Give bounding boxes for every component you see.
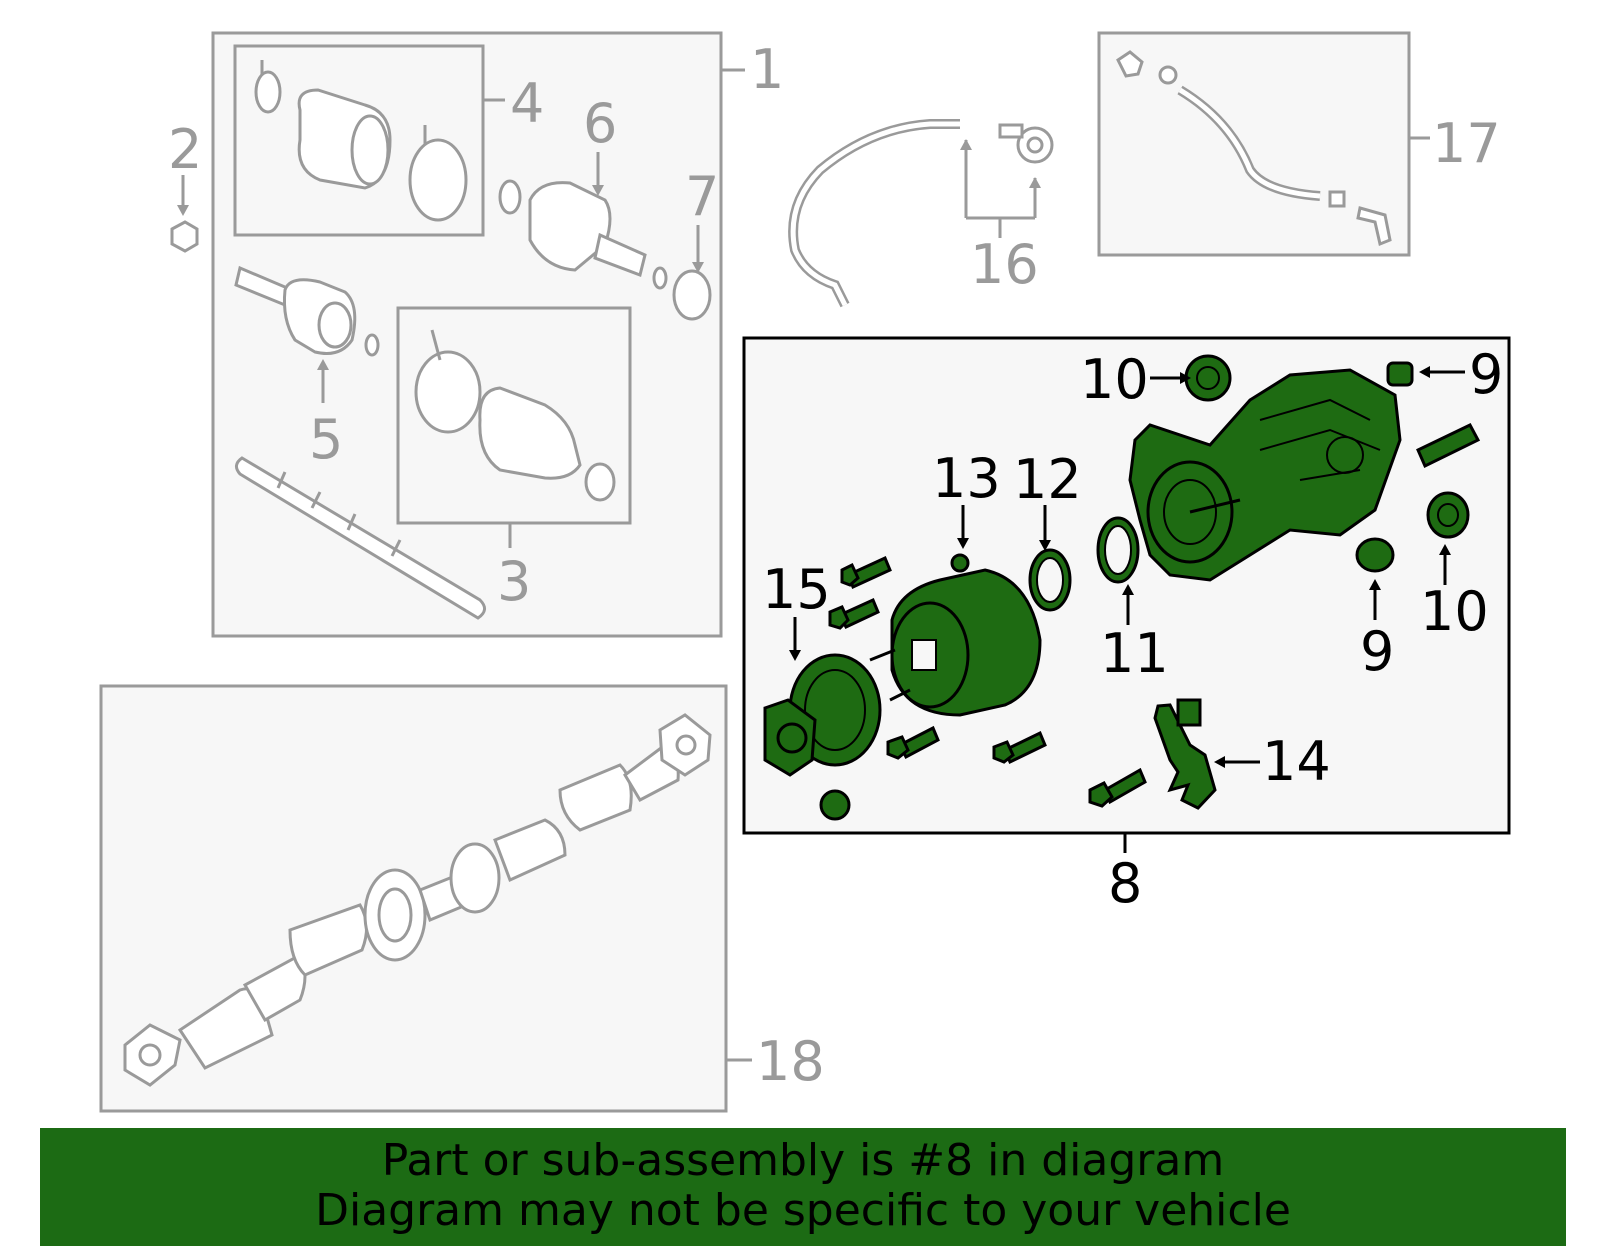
- oil-seal-upper-part[interactable]: [1184, 354, 1232, 402]
- o-ring-12-part[interactable]: [1028, 548, 1072, 612]
- callout-8: 8: [1108, 852, 1142, 915]
- box-1: [211, 31, 723, 638]
- banner-line-1: Part or sub-assembly is #8 in diagram: [381, 1135, 1225, 1186]
- bracket-part[interactable]: [1153, 698, 1217, 810]
- black-arrows: [789, 366, 1465, 768]
- box-3: [396, 306, 632, 525]
- boot-kit-3-part: [414, 329, 616, 502]
- callout-12: 12: [1013, 448, 1082, 511]
- callout-10-upper: 10: [1080, 348, 1149, 411]
- oil-seal-right-part[interactable]: [1426, 491, 1470, 539]
- callout-13: 13: [932, 447, 1001, 510]
- nut-part: [170, 220, 199, 253]
- bolt-4-part[interactable]: [992, 730, 1047, 765]
- info-banner: Part or sub-assembly is #8 in diagram Di…: [40, 1128, 1566, 1246]
- gray-arrows: [177, 152, 704, 403]
- companion-flange-part[interactable]: [763, 653, 882, 821]
- callout-16: 16: [970, 233, 1039, 296]
- bolt-5-part[interactable]: [1088, 767, 1147, 808]
- callout-14: 14: [1262, 730, 1331, 793]
- callout-5: 5: [309, 408, 343, 471]
- callout-4: 4: [510, 72, 544, 135]
- bushing-lower-part[interactable]: [1355, 537, 1395, 573]
- callout-15: 15: [762, 558, 831, 621]
- pin-part[interactable]: [1416, 423, 1481, 469]
- coupling-unit-part[interactable]: [869, 553, 1042, 717]
- bolt-2-part[interactable]: [828, 597, 880, 630]
- callout-9-upper: 9: [1469, 343, 1503, 406]
- callout-10-lower: 10: [1420, 580, 1489, 643]
- hose-17-group: [1097, 31, 1430, 257]
- o-ring-11-part[interactable]: [1096, 516, 1140, 584]
- outer-joint-part: [498, 179, 712, 321]
- boot-kit-part: [254, 60, 468, 222]
- hose-16-part: [788, 119, 1054, 308]
- box-4: [233, 44, 485, 237]
- callout-1: 1: [750, 38, 784, 101]
- bushing-upper-part[interactable]: [1386, 361, 1414, 387]
- callout-9-lower: 9: [1360, 620, 1394, 683]
- bolt-3-part[interactable]: [886, 725, 940, 760]
- bolt-1-part[interactable]: [840, 555, 892, 590]
- callout-17: 17: [1432, 112, 1501, 175]
- callout-11: 11: [1100, 622, 1169, 685]
- propeller-shaft-group: [99, 684, 752, 1113]
- differential-housing-part[interactable]: [1128, 368, 1402, 582]
- callout-7: 7: [685, 165, 719, 228]
- callout-6: 6: [583, 92, 617, 155]
- box-17: [1097, 31, 1411, 257]
- callout-2: 2: [168, 118, 202, 181]
- banner-line-2: Diagram may not be specific to your vehi…: [315, 1185, 1291, 1236]
- inner-joint-part: [234, 265, 380, 357]
- callout-3: 3: [497, 550, 531, 613]
- callout-18: 18: [756, 1030, 825, 1093]
- axle-bar-part: [235, 456, 486, 620]
